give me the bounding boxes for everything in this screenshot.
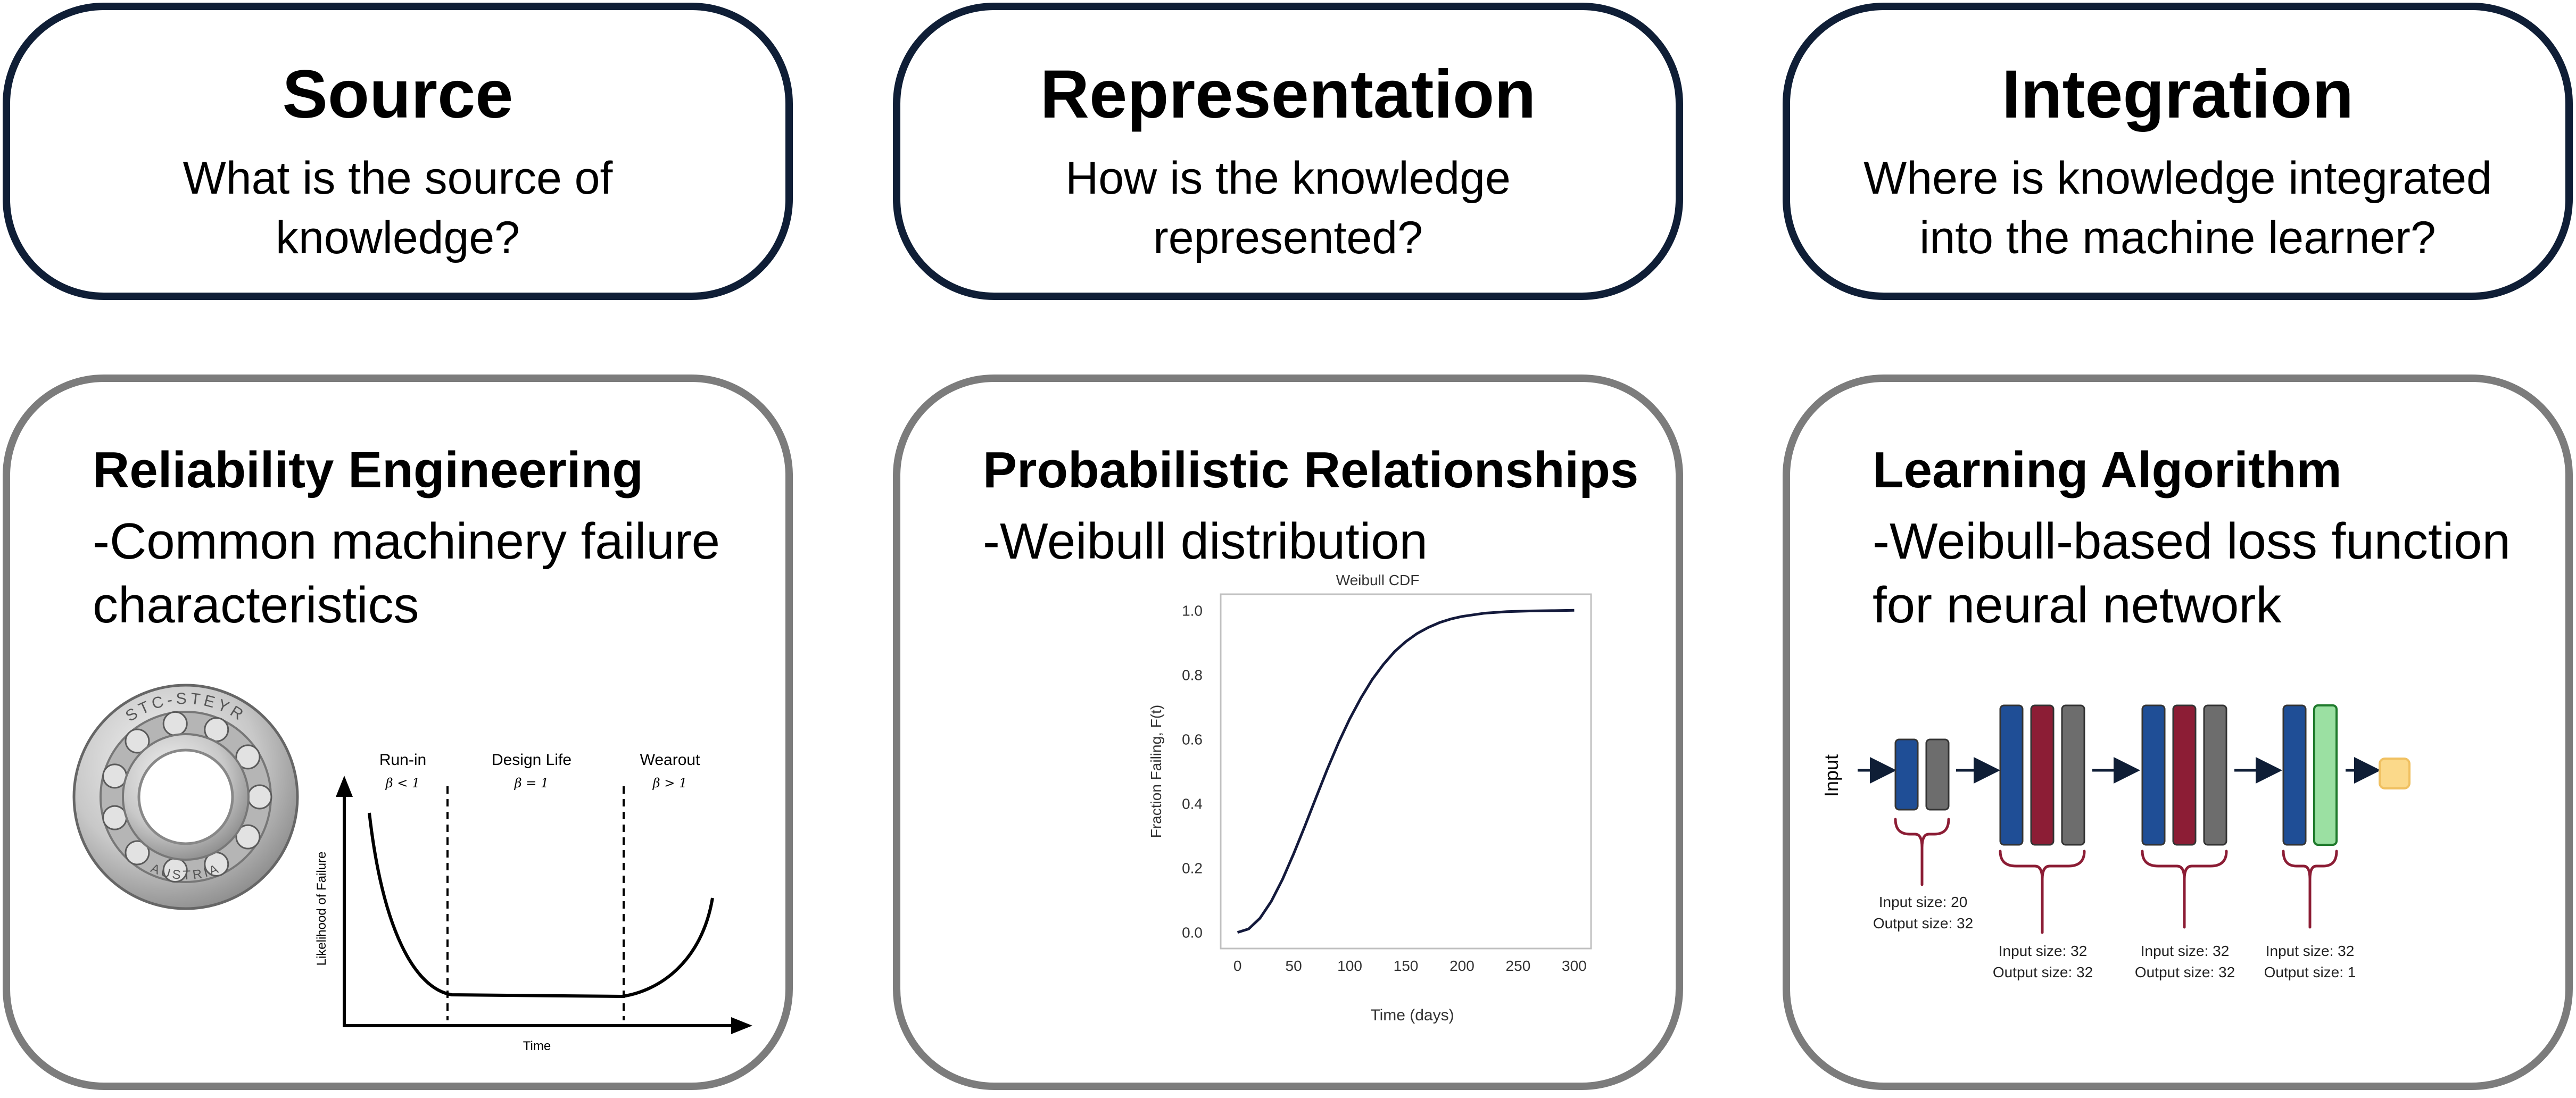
reliability-heading: Reliability Engineering [93,442,643,498]
phase-wearout-label: Wearout [640,751,701,769]
integration-card: Integration Where is knowledge integrate… [1783,3,2573,300]
bearing-ball [247,784,272,810]
bearing-balls [102,711,272,883]
chart-title: Weibull CDF [1336,572,1420,588]
y-tick-label: 0.4 [1182,796,1203,812]
layer3-output-size: Output size: 32 [2135,964,2235,980]
representation-card: Representation How is the knowledge repr… [893,3,1683,300]
output-node [2379,758,2411,789]
source-question-line-2: knowledge? [275,212,520,263]
layer3-linear [2141,704,2166,846]
bracket-layer3 [2141,850,2228,929]
learning-line-1: -Weibull-based loss function [1873,513,2511,570]
y-tick-label: 0.0 [1182,925,1203,941]
layer3-activation [2203,704,2227,846]
bathtub-curve: Run-in β < 1 Design Life β = 1 Wearout β… [314,751,752,1052]
chart-y-label: Fraction Failing, F(t) [1148,705,1164,838]
source-question: What is the source of knowledge? [26,148,769,268]
bearing-ball [235,824,261,850]
reliability-line-1: -Common machinery failure [93,513,720,570]
phase-design-beta: β = 1 [514,776,549,791]
y-tick-label: 0.6 [1182,731,1203,747]
layer4-input-size: Input size: 32 [2266,943,2355,959]
integration-question-line-1: Where is knowledge integrated [1863,153,2492,204]
weibull-cdf-line [1237,609,1575,934]
layer4-activation [2313,704,2338,846]
bearing-ball [102,805,128,830]
bathtub-x-arrow [731,1017,752,1034]
learning-card: Learning Algorithm -Weibull-based loss f… [1783,375,2573,1090]
layer4-linear [2282,704,2307,846]
y-tick-label: 0.8 [1182,667,1203,683]
bearing-ball [125,840,150,866]
neural-network-diagram: Input Input size: 20 Output size: 32 Inp… [1820,704,2411,980]
bearing-bore [137,748,234,845]
probabilistic-description: -Weibull distribution [983,510,1428,573]
representation-title: Representation [1040,56,1536,132]
learning-heading: Learning Algorithm [1873,442,2342,498]
source-card: Source What is the source of knowledge? [3,3,793,300]
bearing-ball [162,711,188,736]
layer1-linear [1894,738,1919,811]
integration-question-line-2: into the machine learner? [1919,212,2436,263]
x-tick-label: 150 [1394,958,1419,974]
bracket-layer1 [1894,818,1950,886]
layer2-output-size: Output size: 32 [1993,964,2093,980]
bathtub-y-arrow [336,776,353,797]
layer1-output-size: Output size: 32 [1873,915,1973,931]
phase-runin-label: Run-in [379,751,426,769]
x-tick-label: 0 [1233,958,1242,974]
layer2-activation [2061,704,2085,846]
chart-x-label: Time (days) [1370,1006,1454,1024]
bearing-ball [235,744,261,770]
learning-line-2: for neural network [1873,577,2282,634]
representation-question: How is the knowledge represented? [916,148,1660,268]
x-tick-label: 50 [1286,958,1302,974]
x-tick-label: 100 [1337,958,1362,974]
input-label: Input [1820,754,1842,797]
reliability-line-2: characteristics [93,577,419,634]
layer2-linear [1999,704,2024,846]
integration-question: Where is knowledge integrated into the m… [1806,148,2549,268]
layer2-input-size: Input size: 32 [1999,943,2088,959]
learning-description: -Weibull-based loss function for neural … [1873,510,2511,637]
layer1-activation [1925,738,1950,811]
bearing-image: STC-STEYR AUSTRIA [72,684,299,910]
y-tick-label: 0.2 [1182,860,1203,877]
y-tick-label: 1.0 [1182,602,1203,619]
x-tick-label: 200 [1449,958,1475,974]
reliability-description: -Common machinery failure characteristic… [93,510,720,637]
bracket-layer4 [2282,850,2338,929]
bearing-ball [102,763,128,789]
weibull-cdf-chart: Weibull CDF Fraction Failing, F(t) Time … [1148,572,1592,1024]
phase-wearout-beta: β > 1 [652,776,688,791]
bathtub-y-label: Likelihood of Failure [314,852,329,966]
layer2-dropout [2030,704,2055,846]
phase-runin-beta: β < 1 [385,776,420,791]
layer1-input-size: Input size: 20 [1879,894,1968,910]
source-question-line-1: What is the source of [183,153,613,204]
plot-area [1220,593,1592,950]
probabilistic-card: Probabilistic Relationships -Weibull dis… [893,375,1683,1090]
probabilistic-line-1: -Weibull distribution [983,513,1428,570]
phase-design-label: Design Life [492,751,571,769]
bearing-ball [125,728,150,754]
layer3-input-size: Input size: 32 [2141,943,2230,959]
x-tick-label: 250 [1506,958,1531,974]
integration-title: Integration [2001,56,2354,132]
bathtub-line [368,812,714,999]
source-title: Source [282,56,513,132]
representation-question-line-1: How is the knowledge [1065,153,1511,204]
representation-question-line-2: represented? [1153,212,1423,263]
reliability-card: Reliability Engineering -Common machiner… [3,375,793,1090]
bracket-layer2 [1999,850,2086,934]
layer4-output-size: Output size: 1 [2264,964,2356,980]
bathtub-x-label: Time [523,1039,551,1052]
layer3-dropout [2172,704,2197,846]
x-tick-label: 300 [1562,958,1587,974]
probabilistic-heading: Probabilistic Relationships [983,442,1639,498]
